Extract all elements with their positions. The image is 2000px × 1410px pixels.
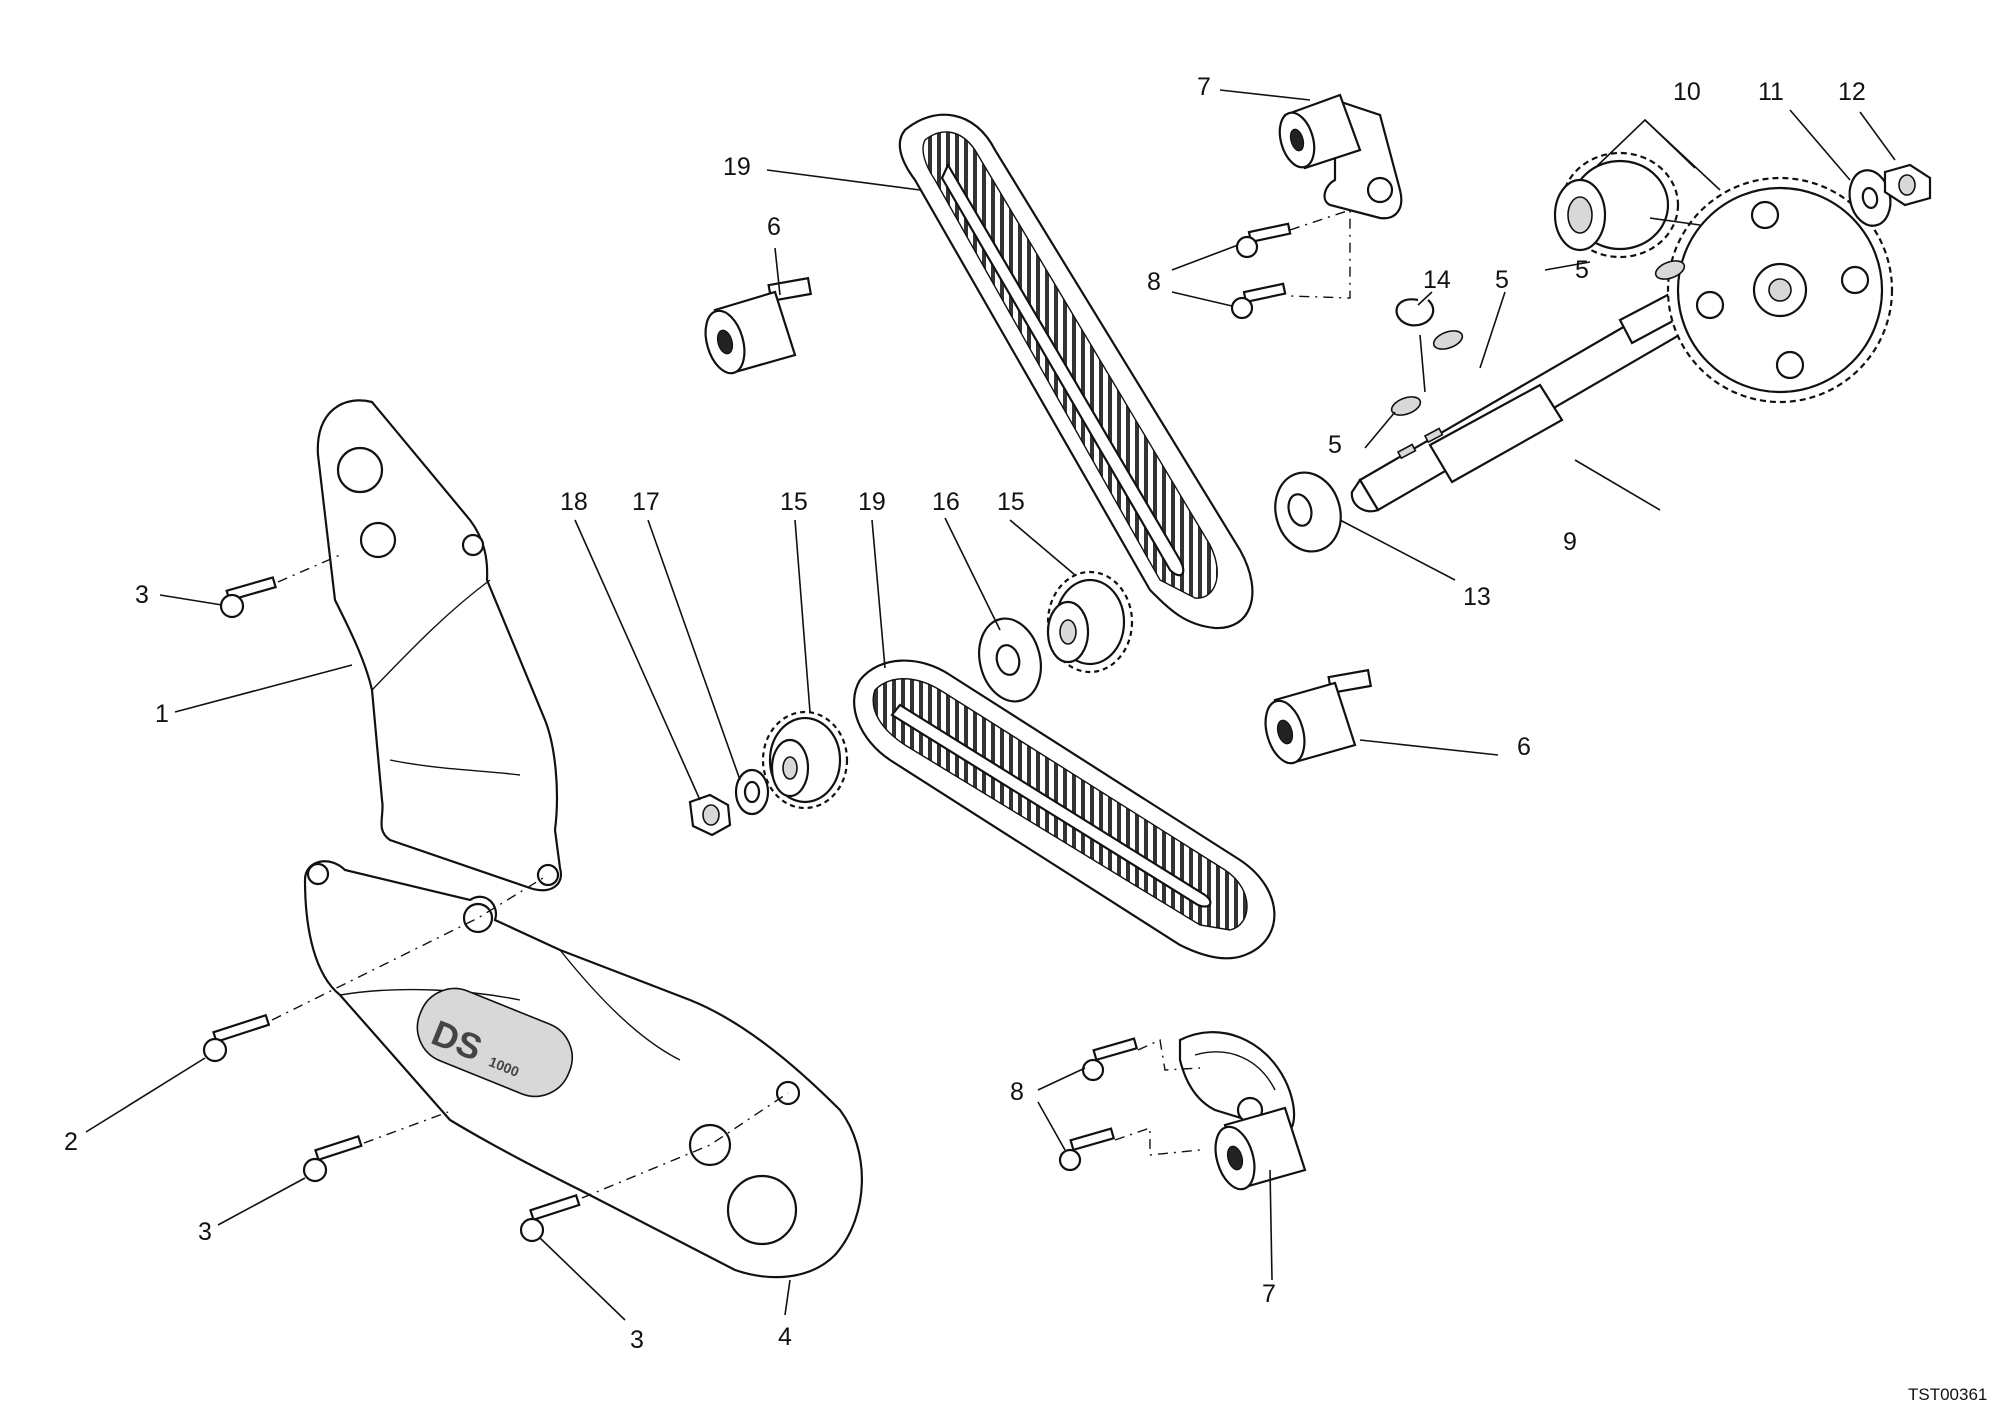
bolt-8-lower-a <box>1081 1037 1139 1082</box>
callout-8-lower: 8 <box>1010 1078 1024 1106</box>
pulley-15-upper <box>1046 570 1134 674</box>
washer-11 <box>1848 169 1892 227</box>
assembly-line-bolt-3-mid <box>363 1111 449 1144</box>
callout-17: 17 <box>632 488 660 516</box>
nut-18 <box>688 793 732 837</box>
callout-15-upper: 15 <box>997 488 1025 516</box>
spacer-6-lower <box>1264 668 1373 765</box>
drawing-code: TST00361 <box>1908 1385 1987 1404</box>
callout-14: 14 <box>1423 266 1451 294</box>
bolt-8-upper-b <box>1230 282 1287 320</box>
callout-3-upper: 3 <box>135 581 149 609</box>
callout-6-lower: 6 <box>1517 733 1531 761</box>
pulley-15-lower <box>761 710 849 810</box>
callout-3-lower: 3 <box>630 1326 644 1354</box>
bolt-2 <box>202 1013 271 1063</box>
assembly-line-bolt-3-upper <box>277 554 341 583</box>
callout-9: 9 <box>1563 528 1577 556</box>
callout-4: 4 <box>778 1323 792 1351</box>
tensioner-7-upper <box>1278 93 1403 220</box>
key-5-c <box>1654 260 1686 280</box>
gear-10-small <box>1553 151 1680 259</box>
timing-belt-upper <box>898 113 1254 630</box>
bolt-8-lower-b <box>1058 1127 1116 1172</box>
callout-1: 1 <box>155 700 169 728</box>
timing-belt-lower <box>853 659 1276 960</box>
tensioner-7-lower <box>1178 1031 1307 1191</box>
bolt-3-mid <box>302 1134 363 1183</box>
nut-12 <box>1883 163 1932 207</box>
lower-belt-cover <box>303 860 863 1279</box>
callout-5-top: 5 <box>1495 266 1509 294</box>
washer-13 <box>1274 471 1342 553</box>
washer-17 <box>734 768 770 816</box>
callout-19-upper: 19 <box>723 153 751 181</box>
assembly-line-bolt-2 <box>271 874 549 1021</box>
callout-13: 13 <box>1463 583 1491 611</box>
assembly-line-bolt-8-lower-b <box>1114 1127 1201 1156</box>
bolt-3-lower <box>519 1194 581 1243</box>
washer-16 <box>978 617 1042 703</box>
spacer-6-upper <box>704 276 813 375</box>
callout-3-mid: 3 <box>198 1218 212 1246</box>
key-5-a <box>1432 330 1464 350</box>
callout-5-right: 5 <box>1575 256 1589 284</box>
callout-5-left: 5 <box>1328 431 1342 459</box>
assembly-line-bolt-8-lower <box>1137 1038 1201 1071</box>
callout-15-lower: 15 <box>780 488 808 516</box>
leader-lines <box>85 89 1896 1321</box>
callout-6-upper: 6 <box>767 213 781 241</box>
callout-10: 10 <box>1673 78 1701 106</box>
callout-19-lower: 19 <box>858 488 886 516</box>
callout-12: 12 <box>1838 78 1866 106</box>
assembly-line-bolt-8-upper <box>1289 209 1351 299</box>
circlip-14 <box>1395 298 1435 327</box>
upper-belt-cover <box>316 399 563 892</box>
callout-7-upper: 7 <box>1197 73 1211 101</box>
bolt-8-upper-a <box>1235 222 1292 259</box>
callout-8-upper: 8 <box>1147 268 1161 296</box>
callout-2: 2 <box>64 1128 78 1156</box>
callout-18: 18 <box>560 488 588 516</box>
callout-7-lower: 7 <box>1262 1280 1276 1308</box>
bolt-3-upper <box>219 576 277 619</box>
gear-10-large <box>1666 176 1894 404</box>
gear-mesh-arrow <box>1649 217 1701 226</box>
callout-16: 16 <box>932 488 960 516</box>
callout-11: 11 <box>1758 78 1784 106</box>
assembly-line-bolt-3-lower <box>581 1092 789 1199</box>
key-5-b <box>1390 396 1422 416</box>
